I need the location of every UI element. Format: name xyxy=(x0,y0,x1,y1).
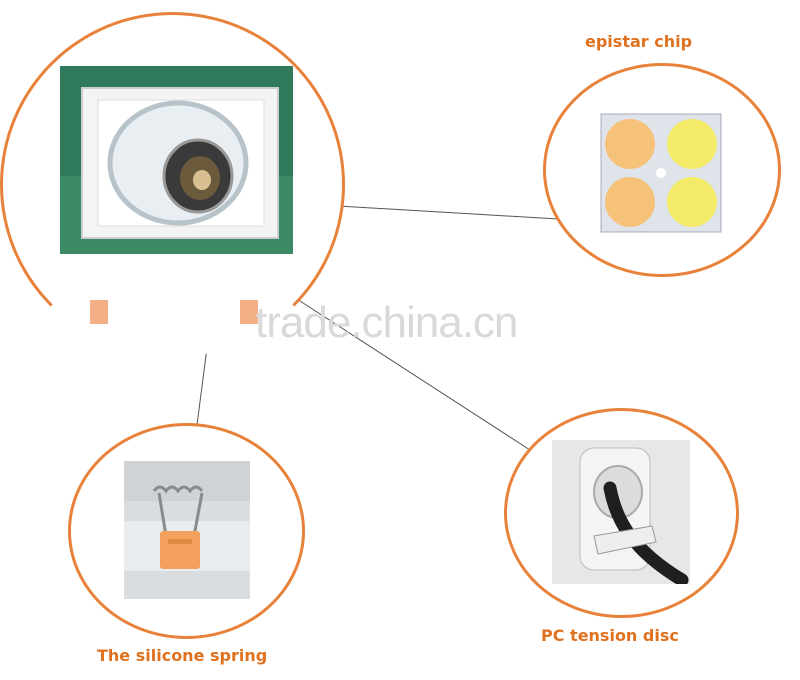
disc-illustration xyxy=(552,440,690,587)
label-pc-tension-disc: PC tension disc xyxy=(541,626,679,645)
disc-photo xyxy=(552,440,690,587)
downlight-illustration xyxy=(60,66,293,254)
downlight-photo xyxy=(60,66,293,254)
connector-line-disc xyxy=(282,289,531,451)
watermark-text: trade.china.cn xyxy=(255,298,518,347)
label-epistar-chip: epistar chip xyxy=(585,32,693,51)
connector-line-chip xyxy=(337,205,576,221)
spring-photo xyxy=(124,461,250,599)
spring-illustration xyxy=(124,461,250,599)
orange-tab-right xyxy=(240,300,258,324)
orange-tab-left xyxy=(90,300,108,324)
chip-photo xyxy=(597,112,725,234)
label-silicone-spring: The silicone spring xyxy=(97,646,268,665)
chip-illustration xyxy=(600,113,722,233)
connector-line-spring xyxy=(196,339,209,426)
